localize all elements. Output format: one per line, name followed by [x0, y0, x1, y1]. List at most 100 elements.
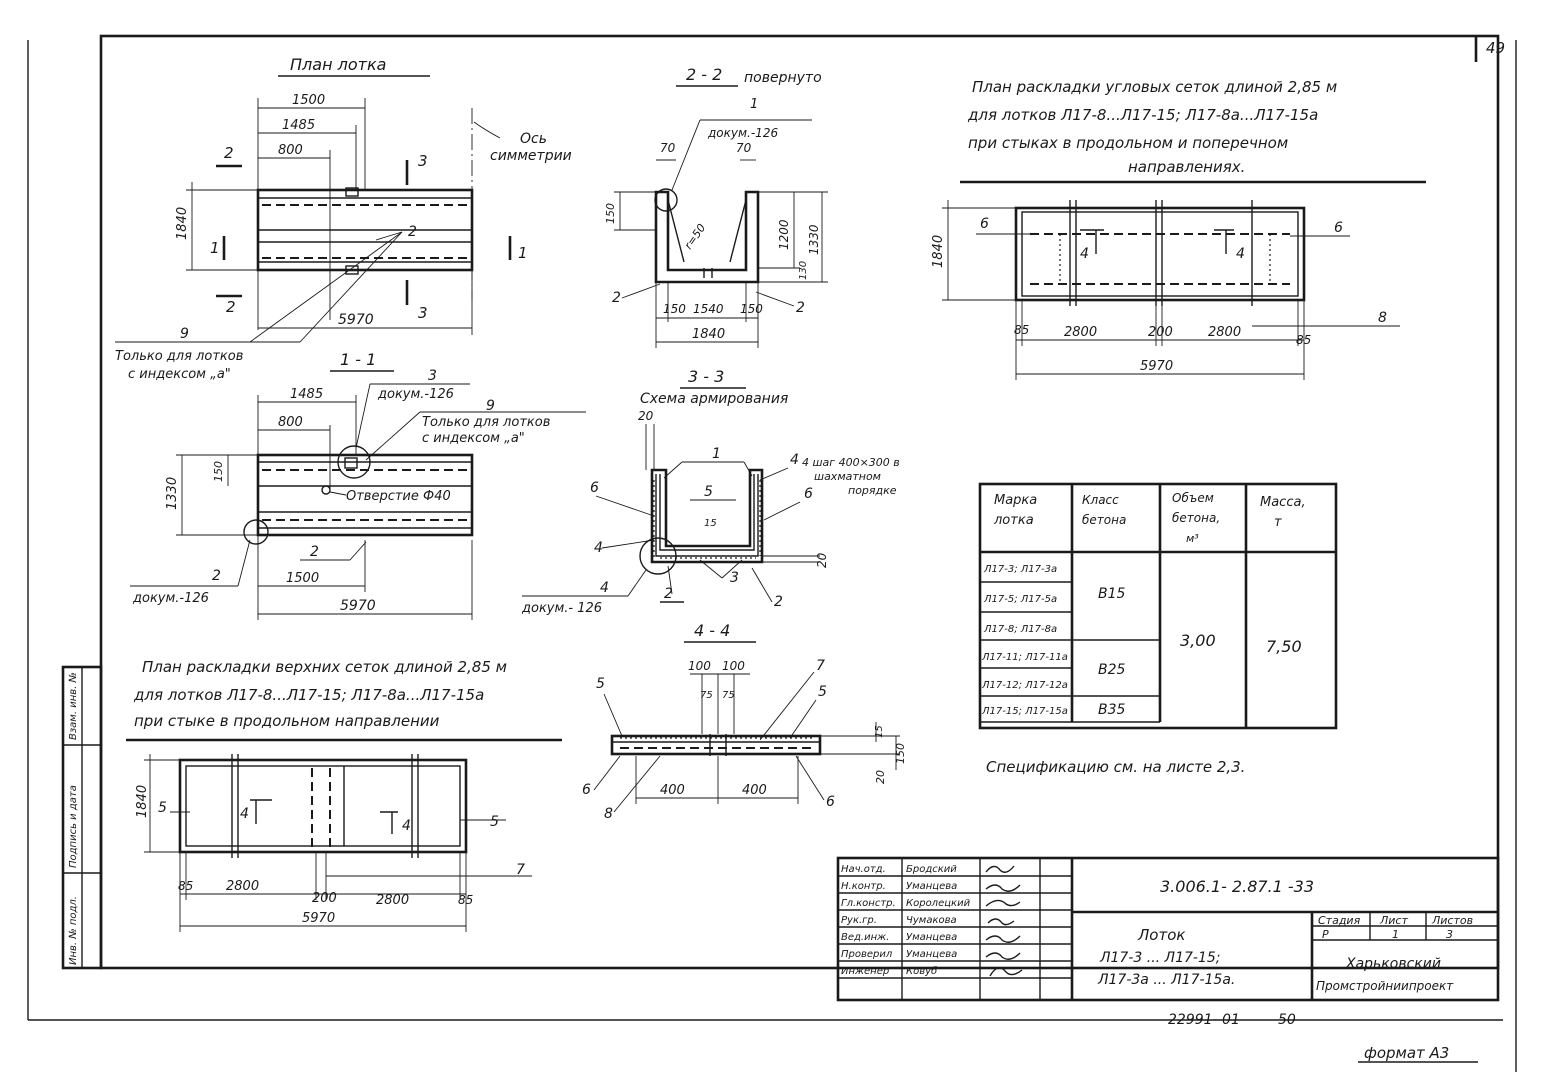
svg-text:4: 4	[594, 540, 603, 556]
sec44-title: 4 - 4	[694, 621, 730, 640]
svg-text:150: 150	[604, 203, 617, 224]
svg-text:3: 3	[730, 570, 739, 586]
svg-text:4: 4	[1080, 246, 1089, 262]
svg-text:Королецкий: Королецкий	[906, 898, 971, 909]
svg-text:докум.-126: докум.-126	[132, 591, 209, 606]
svg-text:Л17-12; Л17-12а: Л17-12; Л17-12а	[981, 680, 1068, 691]
svg-text:Только для лотков: Только для лотков	[115, 349, 243, 364]
signature-mark	[985, 935, 1021, 943]
svg-text:для лотков Л17-8...Л17-15; Л17: для лотков Л17-8...Л17-15; Л17-8а...Л17-…	[133, 686, 484, 704]
svg-text:Инв. № подл.: Инв. № подл.	[68, 896, 79, 965]
svg-text:9: 9	[486, 398, 495, 414]
svg-text:20: 20	[815, 552, 829, 568]
outer-frame	[99, 34, 1500, 970]
svg-text:2: 2	[310, 544, 319, 560]
svg-text:15: 15	[874, 725, 885, 738]
svg-text:3,00: 3,00	[1180, 631, 1216, 650]
svg-text:5: 5	[818, 684, 827, 700]
section-1-1: 1 - 1 1485 800 150 1330 1500 5970	[130, 350, 586, 620]
svg-text:м³: м³	[1186, 532, 1199, 545]
svg-text:85: 85	[1014, 323, 1029, 337]
svg-text:2: 2	[408, 224, 417, 240]
svg-text:6: 6	[582, 782, 591, 798]
svg-text:1: 1	[518, 244, 528, 262]
svg-text:Ось: Ось	[520, 131, 547, 147]
inventory-number: 22991- 01	[1168, 1012, 1240, 1028]
svg-text:7: 7	[516, 862, 525, 878]
svg-text:3: 3	[418, 304, 428, 322]
section-3-3: 3 - 3 Схема армирования 20 20 1 4 4 шаг …	[521, 367, 900, 616]
sec11-title: 1 - 1	[340, 350, 376, 369]
signature-mark	[985, 884, 1021, 892]
svg-text:1840: 1840	[135, 785, 150, 818]
svg-text:1500: 1500	[292, 93, 325, 108]
svg-text:15: 15	[704, 518, 717, 529]
svg-text:2: 2	[612, 290, 621, 306]
svg-text:1200: 1200	[777, 219, 791, 250]
svg-text:5970: 5970	[1140, 359, 1173, 374]
svg-text:Подпись и дата: Подпись и дата	[68, 785, 79, 868]
section-4-4: 4 - 4 100 100 75 75 15 150 20 400 400 5	[582, 621, 907, 822]
svg-text:Нач.отд.: Нач.отд.	[841, 864, 886, 875]
svg-text:5970: 5970	[302, 911, 335, 926]
svg-text:Листов: Листов	[1431, 914, 1473, 927]
svg-text:План раскладки угловых сеток д: План раскладки угловых сеток длиной 2,85…	[972, 78, 1337, 96]
svg-text:7: 7	[816, 658, 825, 674]
svg-text:с индексом „а": с индексом „а"	[128, 367, 231, 382]
svg-text:2: 2	[796, 300, 805, 316]
svg-text:2: 2	[226, 298, 236, 316]
svg-text:150: 150	[663, 302, 686, 316]
svg-text:9: 9	[180, 326, 189, 342]
svg-text:75: 75	[700, 690, 713, 701]
svg-text:Взам. инв. №: Взам. инв. №	[68, 672, 79, 740]
svg-text:130: 130	[798, 261, 809, 280]
svg-text:6: 6	[590, 480, 599, 496]
svg-text:для лотков Л17-8...Л17-15; Л17: для лотков Л17-8...Л17-15; Л17-8а...Л17-…	[967, 106, 1318, 124]
svg-text:Н.контр.: Н.контр.	[841, 881, 886, 892]
svg-text:Уманцева: Уманцева	[906, 949, 957, 960]
svg-text:100: 100	[688, 659, 711, 673]
svg-text:2800: 2800	[226, 879, 259, 894]
svg-text:70: 70	[736, 141, 752, 155]
svg-text:70: 70	[660, 141, 676, 155]
svg-text:В25: В25	[1098, 662, 1126, 678]
svg-text:Уманцева: Уманцева	[906, 932, 957, 943]
svg-text:8: 8	[1378, 310, 1387, 326]
svg-text:Спецификацию см. на листе 2,3.: Спецификацию см. на листе 2,3.	[986, 758, 1245, 776]
svg-text:150: 150	[212, 461, 225, 482]
svg-text:1840: 1840	[175, 207, 190, 240]
svg-text:Промстройниипроект: Промстройниипроект	[1316, 979, 1454, 993]
svg-text:Уманцева: Уманцева	[906, 881, 957, 892]
svg-text:2800: 2800	[1064, 325, 1097, 340]
section-2-2: 2 - 2 повернуто 1 докум.-126 70 70 r=50 …	[604, 65, 828, 348]
svg-text:1330: 1330	[807, 224, 821, 255]
svg-text:20: 20	[874, 770, 887, 784]
plan-lotka: План лотка 1500 1485 800 1840 Ось симмет…	[115, 55, 572, 382]
svg-text:4: 4	[1236, 246, 1245, 262]
svg-text:Лист: Лист	[1379, 914, 1408, 927]
svg-text:1: 1	[1392, 928, 1399, 941]
signature-mark	[985, 899, 1021, 907]
signature-mark	[985, 865, 1015, 873]
svg-text:Объем: Объем	[1172, 491, 1214, 505]
svg-text:Отверстие Ф40: Отверстие Ф40	[346, 489, 451, 504]
svg-text:4: 4	[790, 452, 799, 468]
svg-text:1840: 1840	[692, 327, 725, 342]
svg-text:5: 5	[704, 484, 713, 500]
svg-text:2: 2	[212, 568, 221, 584]
svg-text:Класс: Класс	[1082, 493, 1119, 507]
svg-text:1: 1	[210, 239, 220, 257]
svg-text:В35: В35	[1098, 702, 1126, 718]
svg-text:Л17-15; Л17-15а: Л17-15; Л17-15а	[981, 706, 1068, 717]
corner-number: 49	[1486, 39, 1505, 57]
svg-text:Рук.гр.: Рук.гр.	[841, 915, 877, 926]
svg-text:4: 4	[402, 818, 411, 834]
svg-text:20: 20	[638, 409, 654, 423]
svg-text:5: 5	[158, 800, 167, 816]
svg-text:100: 100	[722, 659, 745, 673]
signature-mark	[985, 952, 1021, 960]
svg-text:1485: 1485	[282, 118, 315, 133]
svg-text:Л17-3 ... Л17-15;: Л17-3 ... Л17-15;	[1099, 950, 1220, 966]
svg-text:Л17-3; Л17-3а: Л17-3; Л17-3а	[983, 564, 1057, 575]
